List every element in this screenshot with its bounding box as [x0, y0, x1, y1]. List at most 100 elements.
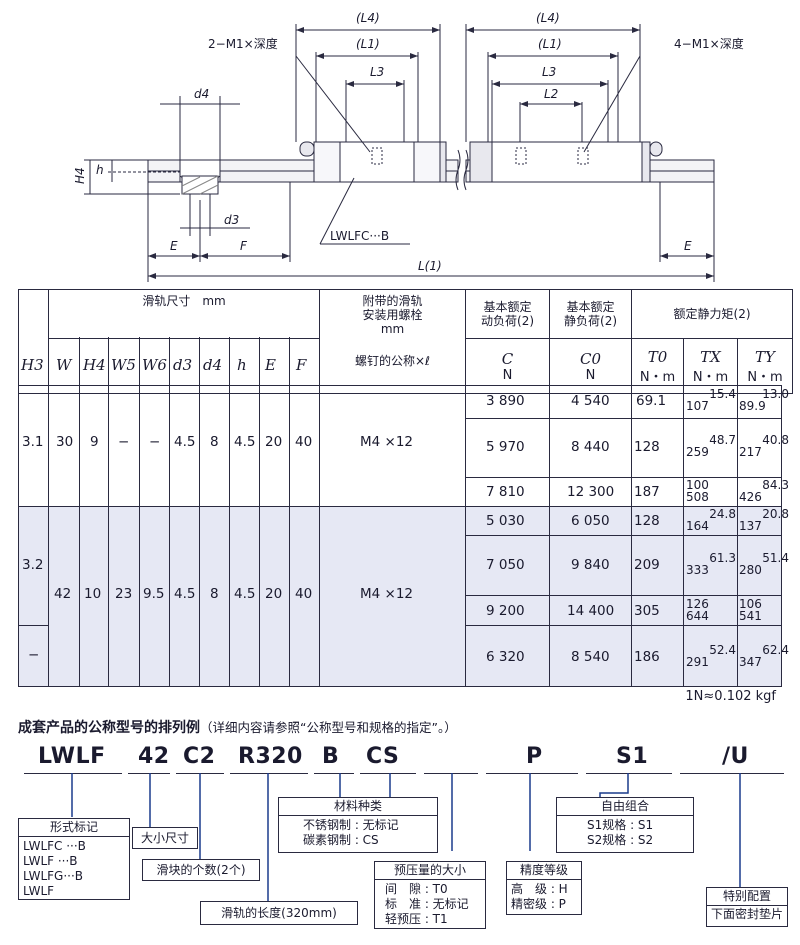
spec-table: 滑轨尺寸 mm 附带的滑轨 安装用螺栓 mm 螺钉的公称×ℓ 基本额定动负荷(2… — [18, 289, 794, 394]
g1-r3-C: 7 810 — [486, 484, 525, 500]
col-d3: d3 — [173, 356, 193, 374]
code-special: /U — [722, 744, 749, 769]
col-W: W — [56, 356, 72, 374]
box-special: 特别配置 下面密封垫片 — [706, 887, 788, 927]
linear-guide-drawing: (L4) (L1) L3 (L4) (L1) L3 L2 d4 d3 H4 h … — [73, 11, 744, 282]
g2-r1-T0: 128 — [634, 513, 660, 529]
g2-r1-C0: 6 050 — [571, 513, 610, 529]
ordering-connectors — [71, 773, 741, 901]
g2-r3-T0: 305 — [634, 603, 660, 619]
box-rail-length: 滑轨的长度(320mm) — [200, 901, 358, 925]
uline-b — [314, 773, 354, 774]
g2-H4: 10 — [84, 586, 102, 602]
g1-r1-C0: 4 540 — [571, 393, 610, 409]
dim-F: F — [240, 239, 248, 253]
col-W6: W6 — [142, 356, 167, 374]
unit-note: 1N≈0.102 kgf — [685, 689, 776, 704]
g1-h: 4.5 — [234, 434, 256, 450]
symbol-row-grid — [48, 337, 290, 385]
dim-L4-left: (L4) — [356, 11, 380, 25]
g1-r1-C: 3 890 — [486, 393, 525, 409]
g1-d3: 4.5 — [174, 434, 196, 450]
col-H3: H3 — [21, 356, 44, 374]
g1-W5: − — [118, 434, 130, 450]
bolt-header: 附带的滑轨 安装用螺栓 mm 螺钉的公称×ℓ — [319, 289, 467, 394]
g1-r3-C0: 12 300 — [567, 484, 615, 500]
g2-r2-C0: 9 840 — [571, 557, 610, 573]
code-type: LWLF — [38, 744, 106, 769]
g1-r2-C: 5 970 — [486, 439, 525, 455]
uline-rail — [230, 773, 308, 774]
dim-H4: H4 — [73, 167, 87, 184]
g2-r4-C: 6 320 — [486, 649, 525, 665]
g1-W6: − — [149, 434, 161, 450]
col-W5: W5 — [111, 356, 136, 374]
g2-W5: 23 — [115, 586, 133, 602]
g2-W: 42 — [54, 586, 72, 602]
g1-H4: 9 — [90, 434, 99, 450]
g1-E: 20 — [265, 434, 283, 450]
hole-label-right: 4−M1×深度 — [674, 36, 744, 51]
dim-L1-right: (L1) — [538, 37, 562, 51]
g1-r1-T0: 69.1 — [636, 393, 667, 409]
g1-r2-T0: 128 — [634, 439, 660, 455]
uline-type — [24, 773, 122, 774]
static-load-header: 基本额定静负荷(2) — [549, 289, 633, 339]
uline-material — [360, 773, 416, 774]
g2-E: 20 — [265, 586, 283, 602]
dim-L: L(1) — [418, 259, 442, 273]
code-blocks: C2 — [183, 744, 216, 769]
code-accuracy: P — [526, 744, 543, 769]
code-b: B — [322, 744, 340, 769]
g2-r2-C: 7 050 — [486, 557, 525, 573]
dim-E-left: E — [170, 239, 178, 253]
box-accuracy: 精度等级 高 级 : H 精密级 : P — [506, 861, 582, 915]
box-preload: 预压量的大小 间 隙 : T0 标 准 : 无标记 轻预压 : T1 — [374, 861, 486, 929]
moment-header: 额定静力矩(2) — [631, 289, 794, 339]
g1-F: 40 — [295, 434, 313, 450]
rail-dims-header: 滑轨尺寸 mm — [47, 289, 321, 339]
dim-d4: d4 — [194, 87, 209, 101]
col-d4: d4 — [203, 356, 223, 374]
g2-r1-C: 5 030 — [486, 513, 525, 529]
dim-L3-left: L3 — [370, 65, 384, 79]
box-material: 材料种类 不锈钢制 : 无标记 碳素钢制 : CS — [278, 797, 438, 853]
g2-F: 40 — [295, 586, 313, 602]
g2-d3: 4.5 — [174, 586, 196, 602]
g2-d4: 8 — [210, 586, 219, 602]
dim-E-right: E — [684, 239, 692, 253]
g1-d4: 8 — [210, 434, 219, 450]
col-H4: H4 — [83, 356, 106, 374]
g2-h: 4.5 — [234, 586, 256, 602]
dim-L4-right: (L4) — [536, 11, 560, 25]
g2-H3a: 3.2 — [22, 557, 44, 573]
uline-size — [128, 773, 170, 774]
g1-bolt: M4 ×12 — [360, 434, 414, 450]
table-body: 3.1 30 9 − − 4.5 8 4.5 20 40 M4 ×12 3 89… — [18, 385, 789, 687]
hole-label-left: 2−M1×深度 — [208, 36, 278, 51]
box-size: 大小尺寸 — [132, 827, 198, 849]
column-symbol-row: H3 W H4 W5 W6 d3 d4 h E F — [18, 352, 338, 380]
dim-L1-left: (L1) — [356, 37, 380, 51]
code-material: CS — [366, 744, 400, 769]
g1-r3-T0: 187 — [634, 484, 660, 500]
uline-combo — [586, 773, 672, 774]
dyn-load-header: 基本额定动负荷(2) — [465, 289, 551, 339]
g2-H3b: − — [28, 647, 40, 663]
code-rail-length: R320 — [238, 744, 303, 769]
g2-r3-C: 9 200 — [486, 603, 525, 619]
g2-r3-C0: 14 400 — [567, 603, 615, 619]
g1-r2-C0: 8 440 — [571, 439, 610, 455]
box-combo: 自由组合 S1规格 : S1 S2规格 : S2 — [556, 797, 694, 853]
uline-preload — [424, 773, 478, 774]
g2-r4-C0: 8 540 — [571, 649, 610, 665]
